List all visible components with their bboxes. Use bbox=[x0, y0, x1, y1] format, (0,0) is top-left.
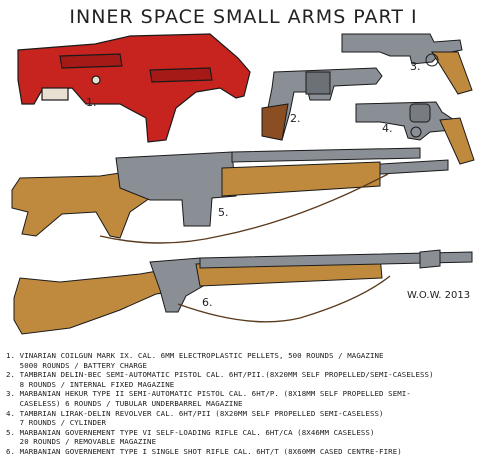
label-5: 5. bbox=[218, 206, 229, 219]
hekur-pistol-illustration bbox=[341, 33, 473, 95]
note-line: 8 ROUNDS / INTERNAL FIXED MAGAZINE bbox=[6, 379, 175, 389]
note-line: 5. MARBANIAN GOVERNEMENT TYPE VI SELF-LO… bbox=[6, 427, 375, 437]
page-title: INNER SPACE SMALL ARMS PART I bbox=[69, 6, 418, 28]
note-line: 5000 ROUNDS / BATTERY CHARGE bbox=[6, 360, 148, 370]
label-6: 6. bbox=[202, 296, 213, 309]
coilgun-illustration bbox=[17, 33, 251, 143]
single-shot-rifle-illustration bbox=[13, 249, 473, 335]
note-line: 7 ROUNDS / CYLINDER bbox=[6, 418, 107, 428]
lirak-delin-revolver-illustration bbox=[355, 101, 475, 165]
artist-signature: W.O.W. 2013 bbox=[407, 290, 471, 301]
note-line: 3. MARBANIAN HEKUR TYPE II SEMI-AUTOMATI… bbox=[6, 389, 411, 399]
label-3: 3. bbox=[410, 60, 421, 73]
delin-bec-pistol-illustration bbox=[261, 67, 383, 141]
note-line: 1. VINARIAN COILGUN MARK IX. CAL. 6MM EL… bbox=[6, 351, 384, 360]
note-line: 4. TAMBRIAN LIRAK-DELIN REVOLVER CAL. 6H… bbox=[6, 408, 384, 418]
label-2: 2. bbox=[290, 112, 301, 125]
weapon-notes: 1. VINARIAN COILGUN MARK IX. CAL. 6MM EL… bbox=[6, 351, 484, 457]
self-loading-rifle-illustration bbox=[11, 147, 449, 244]
label-4: 4. bbox=[382, 122, 393, 135]
label-1: 1. bbox=[86, 96, 97, 109]
note-line: CASELESS) 6 ROUNDS / TUBULAR UNDERBARREL… bbox=[6, 398, 243, 408]
note-line: 6. MARBANIAN GOVERNEMENT TYPE I SINGLE S… bbox=[6, 446, 402, 456]
note-line: 2. TAMBRIAN DELIN-BEC SEMI-AUTOMATIC PIS… bbox=[6, 370, 434, 380]
note-line: 20 ROUNDS / REMOVABLE MAGAZINE bbox=[6, 437, 157, 447]
weapons-illustration bbox=[11, 33, 475, 335]
